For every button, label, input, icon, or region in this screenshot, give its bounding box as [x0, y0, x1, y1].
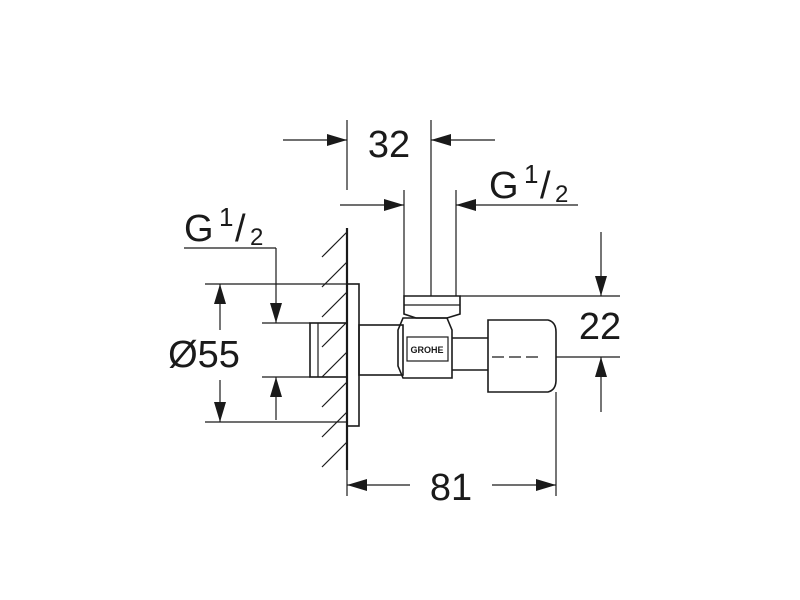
label-diameter-55: Ø55: [168, 334, 240, 376]
label-thread-left-den: 2: [250, 224, 263, 251]
dimension-22: 22: [460, 232, 621, 412]
brand-logo: GROHE: [410, 345, 443, 355]
dimension-81: 81: [346, 392, 557, 509]
dimension-thread-left: G 1 / 2: [184, 202, 310, 420]
label-thread-left-num: 1: [219, 202, 233, 232]
label-32: 32: [368, 124, 410, 166]
wall-hatching: [321, 228, 349, 470]
label-thread-top-den: 2: [555, 181, 568, 208]
dimension-thread-top: G 1 / 2: [340, 159, 578, 296]
valve-block: [397, 317, 453, 379]
top-outlet-nut: [403, 295, 461, 319]
wall-rosette: [346, 283, 360, 427]
label-thread-left-letter: G: [184, 208, 214, 250]
dimension-diameter-55: Ø55: [168, 283, 347, 423]
label-22: 22: [579, 306, 621, 348]
label-thread-top-slash: /: [540, 165, 551, 207]
dimension-32: 32: [283, 120, 495, 296]
label-thread-top-num: 1: [524, 159, 538, 189]
angle-valve-body: GROHE: [309, 283, 557, 427]
inlet-thread: [309, 322, 348, 378]
label-thread-top-letter: G: [489, 165, 519, 207]
handle-cap: [487, 319, 557, 393]
label-81: 81: [430, 467, 472, 509]
inlet-pipe: [358, 324, 404, 376]
label-thread-left-slash: /: [235, 208, 246, 250]
